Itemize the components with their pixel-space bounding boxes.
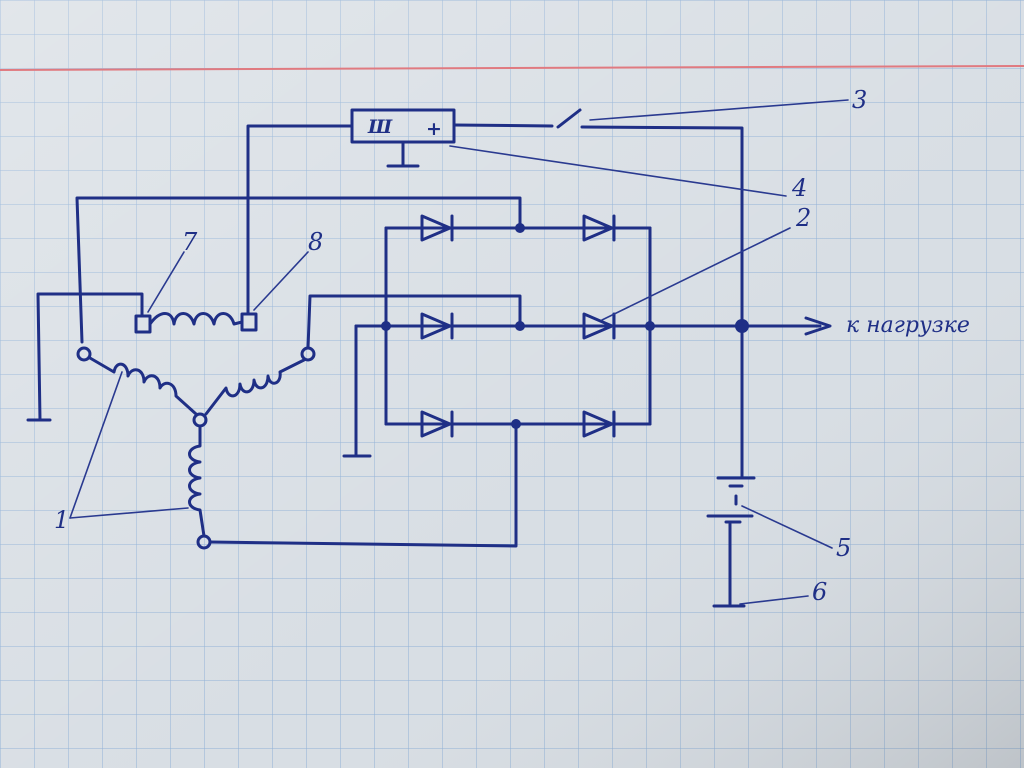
leader-6	[739, 595, 809, 605]
output-arrow	[804, 316, 832, 336]
margin-line	[0, 65, 1024, 71]
leader-1b	[69, 507, 189, 519]
leader-3	[589, 99, 849, 121]
load-label: к нагрузке	[846, 313, 970, 338]
diode	[420, 410, 452, 438]
label-6: 6	[812, 578, 827, 606]
ignition-switch	[556, 108, 582, 129]
diode	[582, 312, 614, 340]
label-2: 2	[795, 204, 811, 232]
field-winding	[26, 292, 258, 422]
leader-1	[69, 371, 123, 519]
diode	[420, 312, 452, 340]
diode	[582, 214, 614, 242]
voltage-regulator: Ш +	[350, 108, 456, 168]
stator-windings	[76, 294, 522, 550]
diode-bridge	[342, 214, 655, 458]
label-1: 1	[54, 506, 69, 534]
leader-2	[601, 227, 791, 321]
label-7: 7	[182, 228, 198, 256]
label-4: 4	[791, 174, 807, 202]
wire-sh-to-terminal-8	[246, 124, 354, 316]
diode	[582, 410, 614, 438]
label-8: 8	[308, 228, 323, 256]
leader-8	[253, 251, 309, 311]
diode	[420, 214, 452, 242]
leader-5	[741, 505, 833, 549]
wire-plus-to-switch	[452, 123, 554, 128]
wire-switch-to-bus	[580, 125, 744, 332]
label-5: 5	[836, 534, 851, 562]
regulator-plus-label: +	[426, 118, 442, 140]
label-3: 3	[852, 86, 867, 114]
regulator-sh-label: Ш	[367, 116, 393, 138]
leader-7	[147, 251, 185, 313]
wire-phase-a	[75, 196, 522, 344]
leader-4	[449, 145, 787, 197]
battery	[706, 324, 756, 608]
